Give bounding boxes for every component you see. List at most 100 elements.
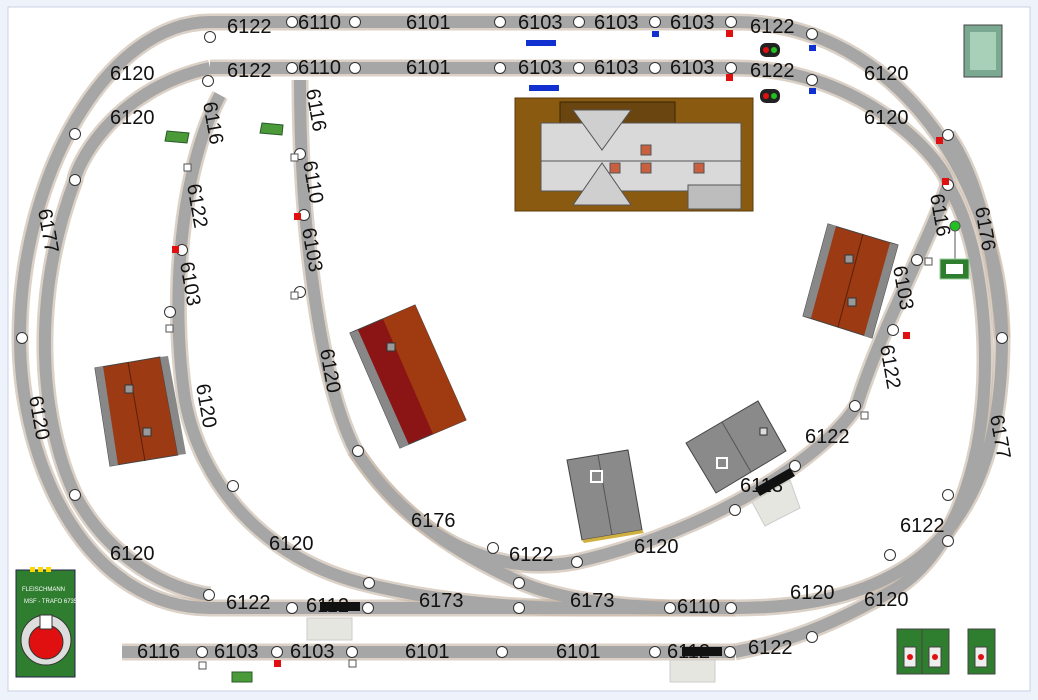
decoder-module-3 [231, 671, 253, 683]
track-part-label: 6122 [805, 426, 850, 448]
track-part-label: 6122 [750, 60, 795, 82]
track-part-label: 6103 [594, 12, 639, 34]
track-part-label: 6103 [670, 12, 715, 34]
blue-marker-2 [529, 85, 559, 91]
track-part-label: 6173 [570, 590, 615, 612]
track-joint [573, 62, 585, 74]
station-building [514, 97, 754, 212]
track-part-label: 6103 [290, 641, 335, 663]
house-red-long [349, 304, 467, 449]
track-joint [227, 480, 239, 492]
track-joint [911, 254, 923, 266]
track-joint [942, 489, 954, 501]
switch-boxes [896, 628, 996, 675]
house-left [94, 356, 186, 467]
track-part-label: 6120 [864, 63, 909, 85]
track-joint [363, 577, 375, 589]
track-labels: 6122 6110 6101 6103 6103 6103 6122 6120 6122 6110… [24, 12, 1014, 663]
track-part-label: 6122 [227, 60, 272, 82]
track-part-label: 6103 [518, 57, 563, 79]
transformer-model: MSF - TRAFO 6735 [24, 599, 78, 605]
track-part-label: 6103 [594, 57, 639, 79]
track-part-label: 6122 [750, 16, 795, 38]
house-gray-2 [685, 400, 787, 494]
track-joint [942, 129, 954, 141]
track-joint [729, 504, 741, 516]
track-part-label: 6116 [137, 641, 180, 663]
track-joint [69, 174, 81, 186]
track-joint [16, 332, 28, 344]
track-part-label: 6103 [518, 12, 563, 34]
track-joint [849, 400, 861, 412]
decoder-module-2 [259, 122, 284, 136]
track-joint [664, 602, 676, 614]
track-joint [725, 602, 737, 614]
track-part-label: 6122 [900, 515, 945, 537]
track-joint [789, 460, 801, 472]
track-joint [286, 16, 298, 28]
track-joint [725, 62, 737, 74]
track-part-label: 6101 [405, 641, 450, 663]
track-part-label: 6110 [298, 57, 341, 79]
track-part-label: 6101 [406, 57, 451, 79]
track-part-label: 6176 [411, 510, 456, 532]
track-joint [649, 62, 661, 74]
track-joint [725, 16, 737, 28]
track-part-label: 6103 [214, 641, 259, 663]
track-joint [487, 542, 499, 554]
track-joint [884, 549, 896, 561]
track-joint [196, 646, 208, 658]
track-joint [573, 16, 585, 28]
track-joint [346, 646, 358, 658]
track-part-label: 6120 [790, 582, 835, 604]
track-joint [204, 31, 216, 43]
track-part-label: 6120 [864, 107, 909, 129]
track-joint [69, 489, 81, 501]
track-part-label: 6120 [110, 63, 155, 85]
uncoupler-3 [755, 468, 795, 496]
track-joint [494, 62, 506, 74]
track-part-label: 6110 [298, 12, 341, 34]
track-joint [649, 16, 661, 28]
track-joint [203, 589, 215, 601]
track-part-label: 6122 [226, 592, 271, 614]
track-layer [11, 13, 1011, 661]
track-joint [494, 16, 506, 28]
blue-marker-5 [809, 88, 816, 94]
blue-marker-4 [809, 45, 816, 51]
track-part-label: 6101 [556, 641, 601, 663]
blue-marker-3 [652, 31, 659, 37]
track-joint [806, 631, 818, 643]
track-joint [164, 306, 176, 318]
track-part-label: 6120 [269, 533, 314, 555]
track-joint [271, 646, 283, 658]
track-joint [887, 324, 899, 336]
red-markers [172, 30, 949, 667]
track-part-label: 6120 [110, 543, 155, 565]
track-joint [513, 577, 525, 589]
track-part-label: 6120 [634, 536, 679, 558]
track-part-label: 6122 [509, 544, 554, 566]
signal-2 [760, 89, 780, 103]
track-part-label: 6112 [667, 641, 710, 663]
uncoupler-2 [682, 647, 722, 656]
track-joint [202, 75, 214, 87]
track-joint [349, 16, 361, 28]
track-part-label: 6112 [306, 595, 349, 617]
platform-pad-1 [306, 617, 353, 641]
track-joint [724, 646, 736, 658]
track-part-label: 6173 [419, 590, 464, 612]
track-joint [286, 62, 298, 74]
track-part-label: 6120 [864, 589, 909, 611]
track-joint [349, 62, 361, 74]
signal-1 [760, 43, 780, 57]
track-joint [496, 646, 508, 658]
track-joint [649, 646, 661, 658]
house-gray-1 [566, 449, 644, 543]
track-part-label: 6122 [227, 16, 272, 38]
transformer-brand: FLEISCHMANN [22, 587, 65, 593]
track-joint [352, 445, 364, 457]
track-joint [571, 556, 583, 568]
track-joint [942, 535, 954, 547]
track-joint [996, 332, 1008, 344]
